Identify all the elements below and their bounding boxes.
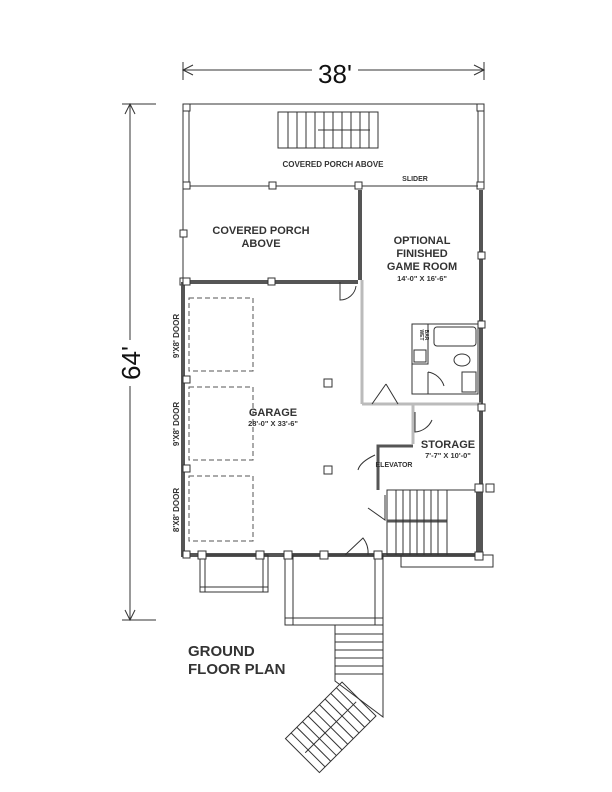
width-dimension: 38' — [181, 58, 486, 89]
game-room-size: 14'-0" X 16'-6" — [397, 274, 447, 283]
shower-icon — [461, 371, 477, 393]
garage-door-3-label: 8'X8' DOOR — [172, 488, 181, 532]
stair-top — [287, 112, 370, 148]
width-label: 38' — [318, 59, 352, 89]
garage-door-2-label: 9'X8' DOOR — [172, 402, 181, 446]
elevator-door[interactable] — [357, 454, 376, 471]
garage-label: GARAGE — [249, 407, 297, 419]
plan-title-line-2: FLOOR PLAN — [188, 661, 286, 678]
toilet-icon — [453, 353, 471, 367]
game-room: SLIDER OPTIONAL FINISHED GAME ROOM 14'-0… — [358, 176, 486, 555]
storage-door[interactable] — [414, 412, 433, 433]
game-room-label-2: FINISHED — [396, 248, 447, 260]
front-entry-door[interactable] — [344, 537, 369, 556]
garage-door-1-label: 9'X8' DOOR — [172, 314, 181, 358]
interior-stair — [386, 483, 495, 568]
game-room-label-3: GAME ROOM — [387, 261, 457, 273]
storage-size: 7'-7" X 10'-0" — [425, 451, 471, 460]
bathtub-icon — [433, 326, 477, 347]
porch-mid-label-2: ABOVE — [241, 238, 280, 250]
storage-label: STORAGE — [421, 439, 475, 451]
depth-dimension: 64' — [116, 102, 156, 622]
garage: 9'X8' DOOR 9'X8' DOOR 8'X8' DOOR GARAGE … — [172, 277, 478, 559]
bath-door[interactable] — [427, 371, 445, 394]
garage-size: 28'-0" X 33'-6" — [248, 419, 298, 428]
front-decks — [197, 537, 384, 626]
exterior-stair — [284, 625, 384, 774]
game-room-label-1: OPTIONAL — [394, 235, 451, 247]
game-room-double-door[interactable] — [371, 383, 399, 405]
wet-bar-label-1: WET — [418, 329, 424, 340]
wet-bar — [411, 323, 429, 365]
elevator-label: ELEVATOR — [376, 462, 413, 469]
porch-mid-label-1: COVERED PORCH — [212, 225, 309, 237]
porch-top-label: COVERED PORCH ABOVE — [282, 160, 384, 169]
slider-label: SLIDER — [402, 176, 428, 183]
storage: STORAGE 7'-7" X 10'-0" ELEVATOR — [357, 404, 475, 521]
stair-door[interactable] — [367, 495, 386, 521]
wet-bar-label-2: BAR — [423, 330, 429, 341]
depth-label: 64' — [116, 346, 146, 380]
covered-porch-top: COVERED PORCH ABOVE — [182, 103, 485, 190]
covered-porch-mid: COVERED PORCH ABOVE — [179, 186, 310, 286]
plan-title-line-1: GROUND — [188, 643, 255, 660]
sink-icon — [413, 349, 427, 363]
garage-side-door[interactable] — [339, 282, 357, 301]
